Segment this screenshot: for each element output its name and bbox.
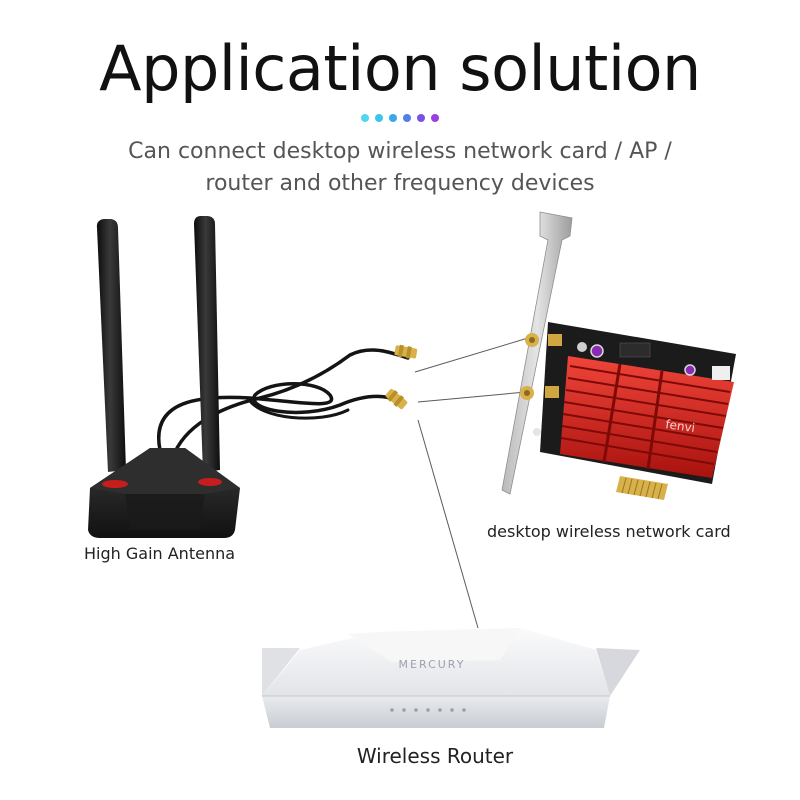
dot-3	[389, 114, 397, 122]
sma-connectors	[385, 344, 418, 410]
page-title: Application solution	[99, 32, 701, 105]
subtitle: Can connect desktop wireless network car…	[0, 136, 800, 200]
router-brand-text: MERCURY	[399, 658, 466, 671]
router-label: Wireless Router	[356, 744, 514, 768]
dot-2	[375, 114, 383, 122]
subtitle-line-1: Can connect desktop wireless network car…	[128, 139, 672, 164]
card-antenna-ports	[520, 333, 562, 400]
heatsink: fenvi	[560, 356, 734, 478]
wireless-network-card: fenvi	[501, 211, 736, 500]
dot-5	[417, 114, 425, 122]
network-card-label: desktop wireless network card	[487, 522, 731, 541]
high-gain-antenna	[88, 216, 240, 538]
wireless-router: MERCURY	[262, 628, 640, 728]
antenna-label: High Gain Antenna	[84, 544, 236, 563]
dot-6	[431, 114, 439, 122]
antenna-cable	[156, 348, 410, 454]
dot-1	[361, 114, 369, 122]
router-leds	[390, 708, 466, 712]
subtitle-line-2: router and other frequency devices	[205, 171, 595, 196]
pointer-lines	[414, 337, 529, 629]
card-brand-text: fenvi	[665, 417, 696, 435]
decorative-dots	[0, 114, 800, 122]
dot-4	[403, 114, 411, 122]
